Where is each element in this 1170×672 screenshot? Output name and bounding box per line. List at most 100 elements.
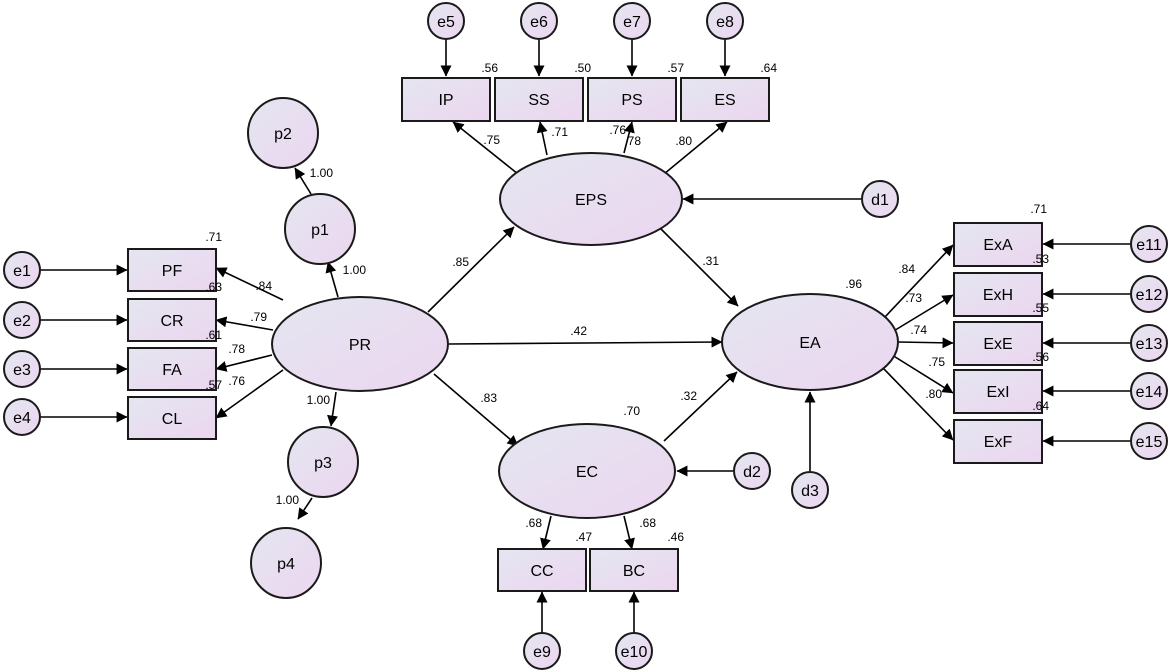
svg-text:e5: e5 bbox=[437, 14, 455, 31]
loading-pr-cr bbox=[215, 316, 274, 331]
loading-pr-fa bbox=[215, 354, 273, 372]
error-e9: e9 bbox=[523, 632, 561, 670]
r2-exe: .55 bbox=[1032, 301, 1049, 315]
loading-pr-pf bbox=[215, 267, 284, 301]
error-e5: e5 bbox=[427, 2, 465, 40]
r2-pf: .71 bbox=[205, 230, 222, 244]
error-e15: e15 bbox=[1130, 422, 1168, 460]
indicator-label: ExH bbox=[983, 287, 1013, 304]
error-e10: e10 bbox=[615, 632, 653, 670]
loading-exh-value: .73 bbox=[905, 291, 922, 305]
indicator-exf: ExF bbox=[953, 419, 1043, 464]
r2-exf: .64 bbox=[1032, 399, 1049, 413]
indicator-label: SS bbox=[528, 92, 549, 109]
svg-text:e8: e8 bbox=[716, 14, 734, 31]
svg-text:p2: p2 bbox=[274, 126, 292, 143]
loading-ea-exh bbox=[891, 294, 954, 333]
edges bbox=[40, 38, 1130, 633]
r2-ea: .96 bbox=[845, 277, 862, 291]
error-e4: e4 bbox=[3, 398, 41, 436]
loading-cl-value: .76 bbox=[228, 374, 245, 388]
loading-eps-ip bbox=[452, 121, 519, 175]
error-e12: e12 bbox=[1130, 275, 1168, 313]
loading-ec-cc bbox=[540, 515, 552, 550]
error-e3: e3 bbox=[3, 350, 41, 388]
indicator-label: CC bbox=[530, 563, 553, 580]
path-pr-ec bbox=[433, 373, 519, 447]
svg-text:p1: p1 bbox=[311, 222, 329, 239]
svg-text:d1: d1 bbox=[871, 192, 889, 209]
svg-text:e14: e14 bbox=[1136, 384, 1163, 401]
latent-label: EPS bbox=[575, 192, 607, 209]
coef-pr-ea: .42 bbox=[570, 324, 587, 338]
path-pr-ea bbox=[448, 336, 723, 348]
weights: .56 .50 .57 .64 .71 .63 .61 .57 .47 .46 … bbox=[205, 61, 1049, 544]
r2-bc: .46 bbox=[667, 530, 684, 544]
r2-cc: .47 bbox=[575, 530, 592, 544]
path-eps-ea bbox=[657, 225, 739, 307]
latent-factor-eps: EPS bbox=[499, 152, 683, 246]
disturbance-d2: d2 bbox=[733, 452, 771, 490]
indicator-label: PF bbox=[162, 263, 183, 280]
coef-pr-eps: .85 bbox=[452, 255, 469, 269]
indicator-label: ExA bbox=[983, 237, 1013, 254]
r2-cr: .63 bbox=[205, 280, 222, 294]
loading-exi-value: .75 bbox=[928, 355, 945, 369]
path-pr-p1 bbox=[325, 261, 339, 298]
path-pr-eps bbox=[427, 226, 515, 313]
loading-ps-value: .76 bbox=[609, 123, 626, 137]
svg-text:d3: d3 bbox=[801, 483, 819, 500]
indicator-exh: ExH bbox=[953, 272, 1043, 317]
r2-ip: .56 bbox=[481, 61, 498, 75]
indicator-label: PS bbox=[621, 92, 642, 109]
loading-cc-value: .68 bbox=[525, 516, 542, 530]
svg-text:e4: e4 bbox=[13, 410, 31, 427]
r2-exi: .56 bbox=[1032, 350, 1049, 364]
latent-factor-ea: EA bbox=[721, 293, 899, 391]
loading-exa-value: .84 bbox=[898, 262, 915, 276]
indicator-label: ES bbox=[714, 92, 735, 109]
loading-ea-exf bbox=[882, 367, 954, 441]
error-e2: e2 bbox=[3, 301, 41, 339]
coef-ec-ea: .32 bbox=[680, 389, 697, 403]
indicator-label: ExE bbox=[983, 336, 1012, 353]
indicator-ip: IP bbox=[401, 77, 491, 122]
loading-bc-value: .68 bbox=[639, 516, 656, 530]
svg-text:p3: p3 bbox=[314, 455, 332, 472]
svg-text:e15: e15 bbox=[1136, 434, 1163, 451]
indicator-ss: SS bbox=[494, 77, 584, 122]
svg-text:e6: e6 bbox=[530, 14, 548, 31]
svg-text:e11: e11 bbox=[1136, 237, 1162, 254]
svg-text:e10: e10 bbox=[621, 644, 648, 661]
error-e14: e14 bbox=[1130, 372, 1168, 410]
indicator-exa: ExA bbox=[953, 222, 1043, 267]
error-e8: e8 bbox=[706, 2, 744, 40]
r2-ss: .50 bbox=[574, 61, 591, 75]
loading-pr-cl bbox=[215, 369, 284, 419]
error-e1: e1 bbox=[3, 251, 41, 289]
svg-text:d2: d2 bbox=[743, 464, 761, 481]
latent-label: PR bbox=[349, 337, 371, 354]
coef-pr-p1: 1.00 bbox=[343, 263, 367, 277]
loading-ip-value: .75 bbox=[483, 133, 500, 147]
coef-pr-ec: .83 bbox=[480, 391, 497, 405]
circle-p2: p2 bbox=[247, 97, 319, 169]
disturbance-d1: d1 bbox=[861, 180, 899, 218]
indicator-label: CR bbox=[160, 313, 183, 330]
indicator-label: BC bbox=[623, 563, 645, 580]
error-e13: e13 bbox=[1130, 324, 1168, 362]
loading-ec-bc bbox=[623, 515, 635, 550]
r2-fa: .61 bbox=[205, 328, 222, 342]
loading-pf-value: .84 bbox=[255, 279, 272, 293]
coef-p1-p2: 1.00 bbox=[310, 166, 334, 180]
indicator-cr: CR bbox=[127, 298, 217, 342]
error-e11: e11 bbox=[1130, 225, 1168, 263]
indicator-cl: CL bbox=[127, 396, 217, 440]
loading-es-value: .80 bbox=[675, 134, 692, 148]
path-ec-ea bbox=[663, 371, 738, 442]
r2-ps: .57 bbox=[667, 61, 684, 75]
path-pr-p3 bbox=[327, 391, 338, 427]
disturbance-d3: d3 bbox=[791, 471, 829, 509]
latent-factor-pr: PR bbox=[271, 296, 449, 392]
svg-text:p4: p4 bbox=[277, 556, 295, 573]
